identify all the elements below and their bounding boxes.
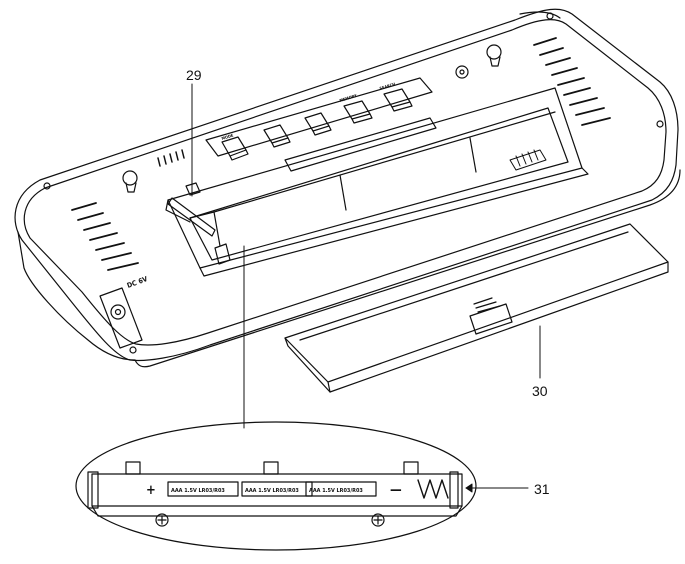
button-strip: [205, 77, 433, 161]
button-search: [383, 88, 413, 112]
vent-slots: [157, 149, 185, 167]
wall-mount-keyhole-left: [122, 170, 138, 193]
button-3: [304, 112, 332, 136]
callout-29: 29: [186, 67, 202, 83]
button-label-search: SEARCH: [379, 81, 396, 91]
speaker-grille-right: [533, 37, 611, 126]
spring-contact: [509, 149, 547, 171]
button-2: [263, 124, 291, 148]
button-label-mode: MODE: [221, 132, 235, 140]
callout-31: 31: [534, 481, 550, 497]
button-mode: [221, 136, 249, 161]
part-29-door-hinge: [167, 182, 216, 237]
button-label-memory: MEMORY: [339, 93, 358, 103]
screw-left: [155, 513, 169, 527]
callout-30: 30: [532, 383, 548, 399]
screw-right: [371, 513, 385, 527]
part-30-battery-cover: [284, 223, 669, 393]
screw-boss: [455, 65, 469, 79]
battery-bay: [165, 87, 589, 277]
button-memory: [343, 100, 373, 124]
battery-cell-1-label: AAA 1.5V LR03/R03: [171, 488, 225, 494]
wall-mount-keyhole-right: [486, 44, 502, 67]
leader-lines: [191, 83, 541, 493]
battery-compartment-detail: [75, 421, 477, 551]
battery-plus-sign: +: [146, 483, 156, 498]
speaker-grille-left: [71, 202, 139, 271]
battery-cell-3-label: AAA 1.5V LR03/R03: [309, 488, 363, 494]
battery-cell-2-label: AAA 1.5V LR03/R03: [245, 488, 299, 494]
cover-latch: [469, 297, 513, 335]
battery-minus-sign: —: [390, 483, 402, 498]
device-housing: [14, 8, 681, 368]
dc-jack-label: DC 6V: [126, 275, 149, 290]
dc-jack: [99, 287, 143, 349]
